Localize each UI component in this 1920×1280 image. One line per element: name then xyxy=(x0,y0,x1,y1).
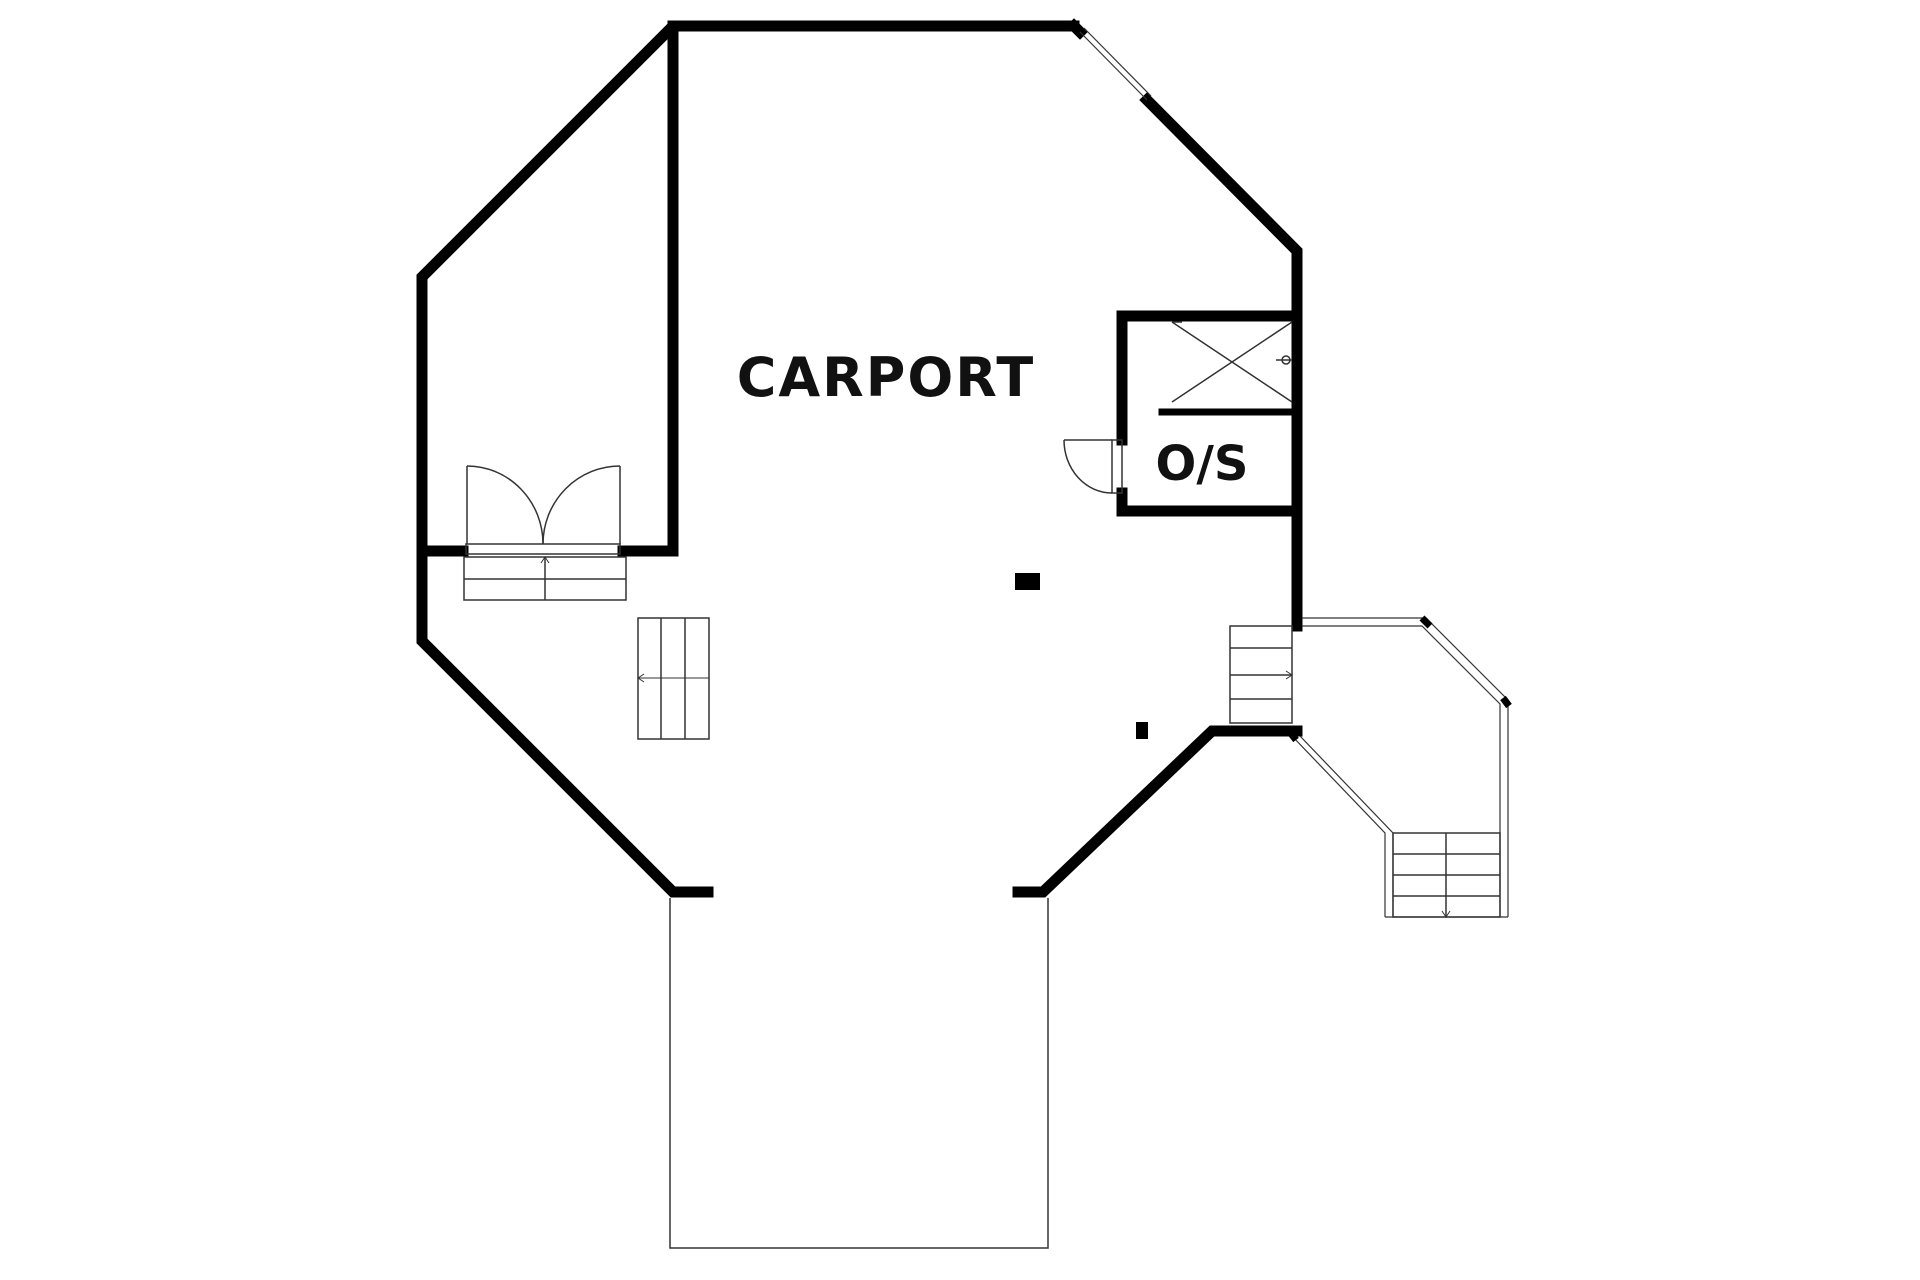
deck-railing xyxy=(1291,617,1509,918)
deck-posts xyxy=(1286,615,1512,743)
wall-top-corner xyxy=(1066,18,1088,40)
stair-entry xyxy=(463,556,627,601)
water-heater xyxy=(1171,321,1293,403)
wall-northeast xyxy=(1139,92,1303,632)
driveway-outline xyxy=(669,898,1049,1249)
stair-side xyxy=(1229,625,1293,724)
wall-main-outline xyxy=(416,20,1080,898)
post-1 xyxy=(1015,573,1040,590)
stair-inner xyxy=(637,617,710,740)
os-closet-walls xyxy=(1116,310,1303,517)
wall-southeast xyxy=(1012,725,1303,898)
posts xyxy=(1015,573,1148,739)
double-door xyxy=(465,465,621,555)
exterior-walls xyxy=(416,18,1303,898)
stair-deck xyxy=(1392,832,1501,918)
room-label-carport: CARPORT xyxy=(737,346,1035,409)
closet-door xyxy=(1063,439,1123,494)
room-label-os: O/S xyxy=(1156,436,1249,492)
window-northeast xyxy=(1079,27,1152,101)
post-2 xyxy=(1136,722,1148,739)
interior-walls xyxy=(416,20,679,557)
